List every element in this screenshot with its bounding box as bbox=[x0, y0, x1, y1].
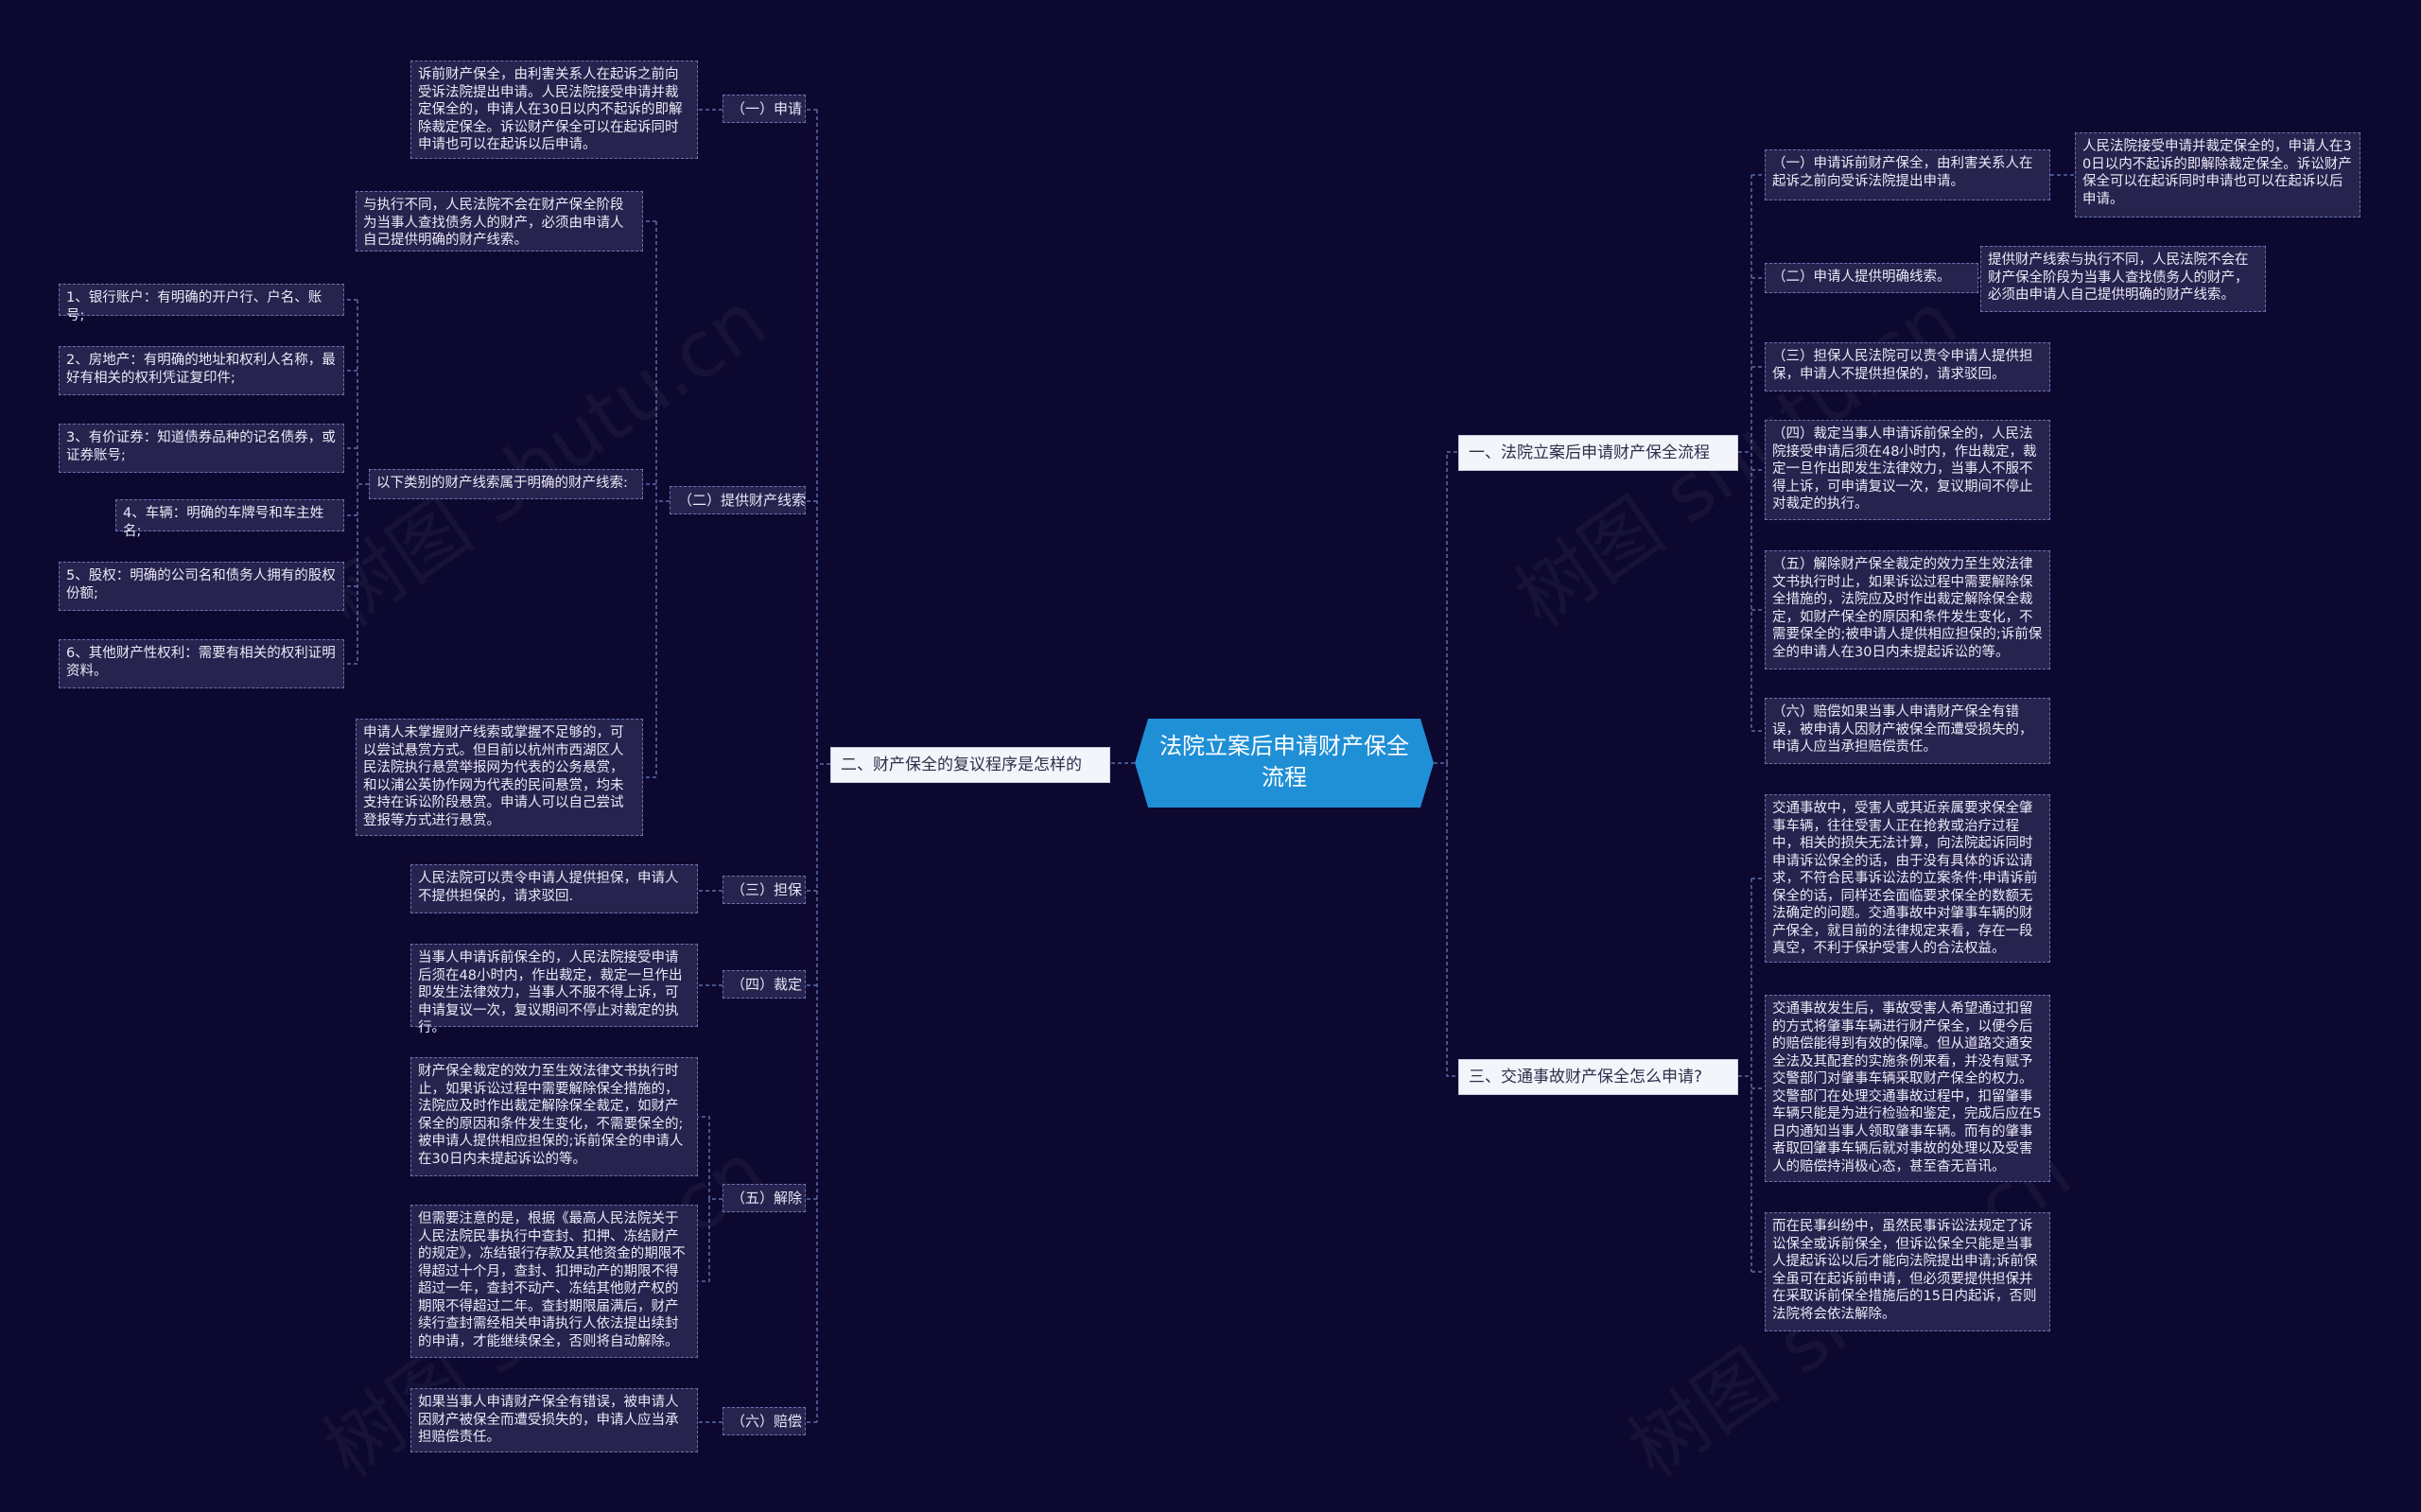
right-step-2[interactable]: （二）申请人提供明确线索。 bbox=[1765, 263, 1978, 293]
traffic-text-3[interactable]: 而在民事纠纷中，虽然民事诉讼法规定了诉讼保全或诉前保全，但诉讼保全只能是当事人提… bbox=[1765, 1212, 2050, 1331]
branch-traffic-accident[interactable]: 三、交通事故财产保全怎么申请? bbox=[1458, 1059, 1738, 1095]
clue-item[interactable]: 3、有价证券：知道债券品种的记名债券，或证券账号; bbox=[59, 424, 344, 473]
left-guarantee-detail[interactable]: 人民法院可以责令申请人提供担保，申请人不提供担保的，请求驳回. bbox=[410, 864, 698, 913]
clue-item[interactable]: 2、房地产：有明确的地址和权利人名称，最好有相关的权利凭证复印件; bbox=[59, 346, 344, 395]
right-step-1[interactable]: （一）申请诉前财产保全，由利害关系人在起诉之前向受诉法院提出申请。 bbox=[1765, 149, 2050, 200]
right-step-3[interactable]: （三）担保人民法院可以责令申请人提供担保，申请人不提供担保的，请求驳回。 bbox=[1765, 342, 2050, 391]
right-step-4[interactable]: （四）裁定当事人申请诉前保全的，人民法院接受申请后须在48小时内，作出裁定，裁定… bbox=[1765, 420, 2050, 520]
connector bbox=[1446, 763, 1458, 1077]
clue-item[interactable]: 4、车辆：明确的车牌号和车主姓名; bbox=[115, 499, 344, 539]
traffic-text-2[interactable]: 交通事故发生后，事故受害人希望通过扣留的方式将肇事车辆进行财产保全，以便今后的赔… bbox=[1765, 995, 2050, 1182]
left-apply-detail[interactable]: 诉前财产保全，由利害关系人在起诉之前向受诉法院提出申请。人民法院接受申请并裁定保… bbox=[410, 61, 698, 159]
left-label-apply[interactable]: （一）申请 bbox=[723, 95, 806, 123]
connector bbox=[1434, 451, 1458, 764]
left-compensation-detail[interactable]: 如果当事人申请财产保全有错误，被申请人因财产被保全而遭受损失的，申请人应当承担赔… bbox=[410, 1388, 698, 1452]
right-step-6[interactable]: （六）赔偿如果当事人申请财产保全有错误，被申请人因财产被保全而遭受损失的，申请人… bbox=[1765, 698, 2050, 764]
connector bbox=[698, 1116, 723, 1200]
branch-reconsideration-procedure[interactable]: 二、财产保全的复议程序是怎样的 bbox=[830, 747, 1110, 783]
clue-item[interactable]: 6、其他财产性权利：需要有相关的权利证明资料。 bbox=[59, 639, 344, 688]
traffic-text-1[interactable]: 交通事故中，受害人或其近亲属要求保全肇事车辆，往往受害人正在抢救或治疗过程中，相… bbox=[1765, 794, 2050, 963]
clue-item[interactable]: 5、股权：明确的公司名和债务人拥有的股权份额; bbox=[59, 562, 344, 611]
left-label-guarantee[interactable]: （三）担保 bbox=[723, 876, 806, 904]
right-step-1-detail[interactable]: 人民法院接受申请并裁定保全的，申请人在30日以内不起诉的即解除裁定保全。诉讼财产… bbox=[2075, 132, 2360, 217]
left-release-detail-2[interactable]: 但需要注意的是，根据《最高人民法院关于人民法院民事执行中查封、扣押、冻结财产的规… bbox=[410, 1205, 698, 1358]
left-label-release[interactable]: （五）解除 bbox=[723, 1184, 806, 1212]
left-clues-category-heading[interactable]: 以下类别的财产线索属于明确的财产线索: bbox=[369, 469, 643, 499]
left-clues-intro[interactable]: 与执行不同，人民法院不会在财产保全阶段为当事人查找债务人的财产，必须由申请人自己… bbox=[356, 191, 643, 252]
left-ruling-detail[interactable]: 当事人申请诉前保全的，人民法院接受申请后须在48小时内，作出裁定，裁定一旦作出即… bbox=[410, 944, 698, 1035]
left-release-detail-1[interactable]: 财产保全裁定的效力至生效法律文书执行时止，如果诉讼过程中需要解除保全措施的，法院… bbox=[410, 1057, 698, 1176]
branch-court-filing-process[interactable]: 一、法院立案后申请财产保全流程 bbox=[1458, 435, 1738, 471]
right-step-5[interactable]: （五）解除财产保全裁定的效力至生效法律文书执行时止，如果诉讼过程中需要解除保全措… bbox=[1765, 550, 2050, 669]
root-topic[interactable]: 法院立案后申请财产保全流程 bbox=[1135, 719, 1434, 808]
left-label-property-clues[interactable]: （二）提供财产线索 bbox=[670, 486, 806, 514]
right-step-2-detail[interactable]: 提供财产线索与执行不同，人民法院不会在财产保全阶段为当事人查找债务人的财产，必须… bbox=[1980, 246, 2266, 312]
connector bbox=[698, 1199, 710, 1282]
left-label-ruling[interactable]: （四）裁定 bbox=[723, 970, 806, 999]
left-label-compensation[interactable]: （六）赔偿 bbox=[723, 1407, 806, 1435]
clue-item[interactable]: 1、银行账户：有明确的开户行、户名、账号; bbox=[59, 284, 344, 323]
left-clues-reward[interactable]: 申请人未掌握财产线索或掌握不足够的，可以尝试悬赏方式。但目前以杭州市西湖区人民法… bbox=[356, 719, 643, 836]
